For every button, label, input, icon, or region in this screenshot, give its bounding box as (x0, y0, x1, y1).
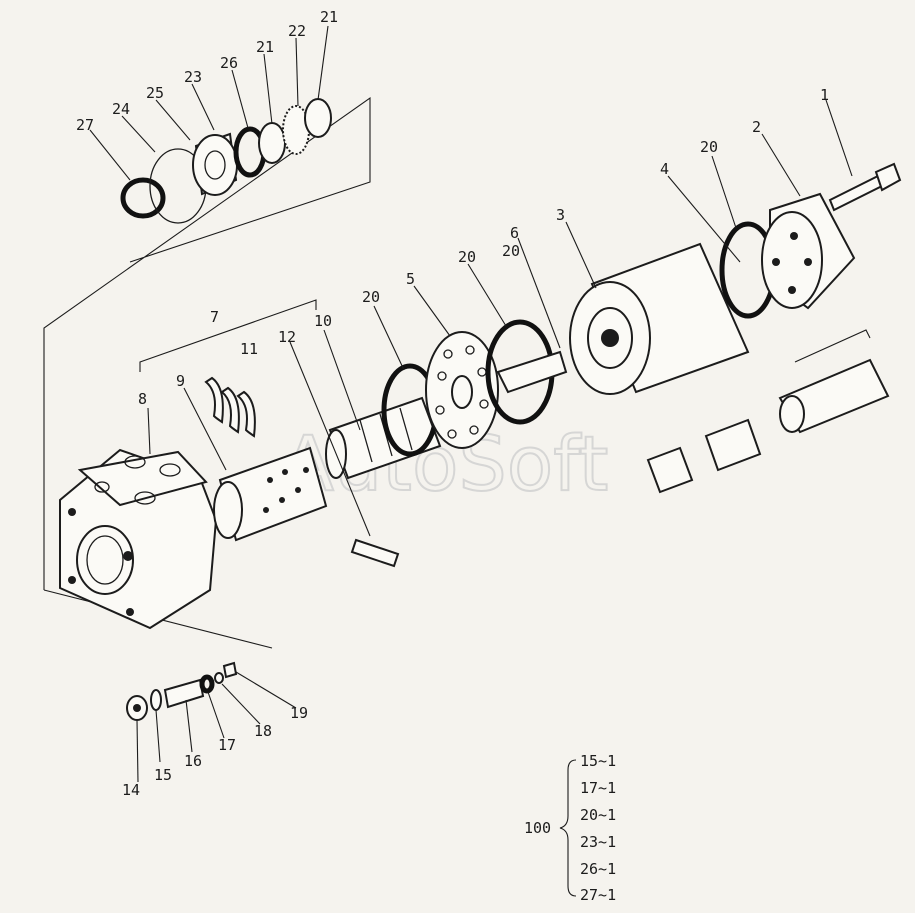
kit-number: 100 (524, 819, 551, 837)
kit-item: 17~1 (580, 779, 616, 797)
callout-21-a: 21 (256, 38, 274, 56)
callout-11: 11 (240, 340, 258, 358)
callout-12: 12 (278, 328, 296, 346)
housing-8 (59, 448, 218, 630)
callout-14: 14 (122, 781, 140, 799)
callout-10: 10 (314, 312, 332, 330)
centering-spring-11c (236, 390, 256, 438)
valve-poppet-19 (222, 661, 238, 679)
callout-21-b: 21 (320, 8, 338, 26)
star-rotor (646, 446, 694, 494)
callout-2: 2 (752, 118, 761, 136)
centering-spring-11b (220, 386, 240, 434)
valve-ball-18 (214, 672, 224, 684)
callout-27: 27 (76, 116, 94, 134)
callout-5: 5 (406, 270, 415, 288)
callout-labels: 1 2 3 4 5 6 7 8 9 10 11 12 14 15 16 17 1… (76, 8, 829, 799)
rotor-stator-detail (646, 358, 890, 494)
callout-1: 1 (820, 86, 829, 104)
callout-24: 24 (112, 100, 130, 118)
seal-kit-assembly (120, 98, 332, 224)
end-cap-2 (761, 192, 856, 310)
cap-bolt-1 (828, 162, 902, 212)
callout-18: 18 (254, 722, 272, 740)
callout-19: 19 (290, 704, 308, 722)
bearing-race-21b (304, 98, 332, 138)
callout-20-a: 20 (700, 138, 718, 156)
leader-lines (89, 25, 853, 783)
relief-valve-parts (126, 661, 238, 721)
callout-15: 15 (154, 766, 172, 784)
gland-face (192, 134, 238, 196)
callout-9: 9 (176, 372, 185, 390)
callout-20-d: 20 (502, 242, 520, 260)
pin-12 (350, 538, 400, 568)
housing-bore (76, 525, 134, 595)
gerotor-3 (569, 242, 750, 395)
kit-item: 26~1 (580, 860, 616, 878)
kit-item: 15~1 (580, 752, 616, 770)
callout-20-c: 20 (362, 288, 380, 306)
spool-sleeve-assembly (204, 376, 400, 568)
kit-legend: 100 15~1 17~1 20~1 23~1 26~1 27~1 (524, 752, 616, 904)
valve-body-16 (163, 678, 205, 709)
roller-pin (704, 418, 762, 472)
kit-item: 23~1 (580, 833, 616, 851)
callout-7: 7 (210, 308, 219, 326)
callout-4: 4 (660, 160, 669, 178)
callout-20-b: 20 (458, 248, 476, 266)
centering-spring-11a (204, 376, 224, 424)
callout-6: 6 (510, 224, 519, 242)
callout-23: 23 (184, 68, 202, 86)
drive-shaft-6 (496, 350, 568, 394)
valve-seal-15 (150, 689, 162, 711)
callout-22: 22 (288, 22, 306, 40)
callout-16: 16 (184, 752, 202, 770)
callout-25: 25 (146, 84, 164, 102)
callout-3: 3 (556, 206, 565, 224)
backup-ring-27 (120, 177, 166, 219)
kit-item: 20~1 (580, 806, 616, 824)
kit-brace (559, 759, 577, 897)
valve-ring-17 (199, 674, 215, 694)
callout-8: 8 (138, 390, 147, 408)
kit-item: 27~1 (580, 886, 616, 904)
spacer-plate-5 (425, 331, 499, 449)
callout-26: 26 (220, 54, 238, 72)
callout-17: 17 (218, 736, 236, 754)
bearing-race-21a (258, 122, 286, 164)
